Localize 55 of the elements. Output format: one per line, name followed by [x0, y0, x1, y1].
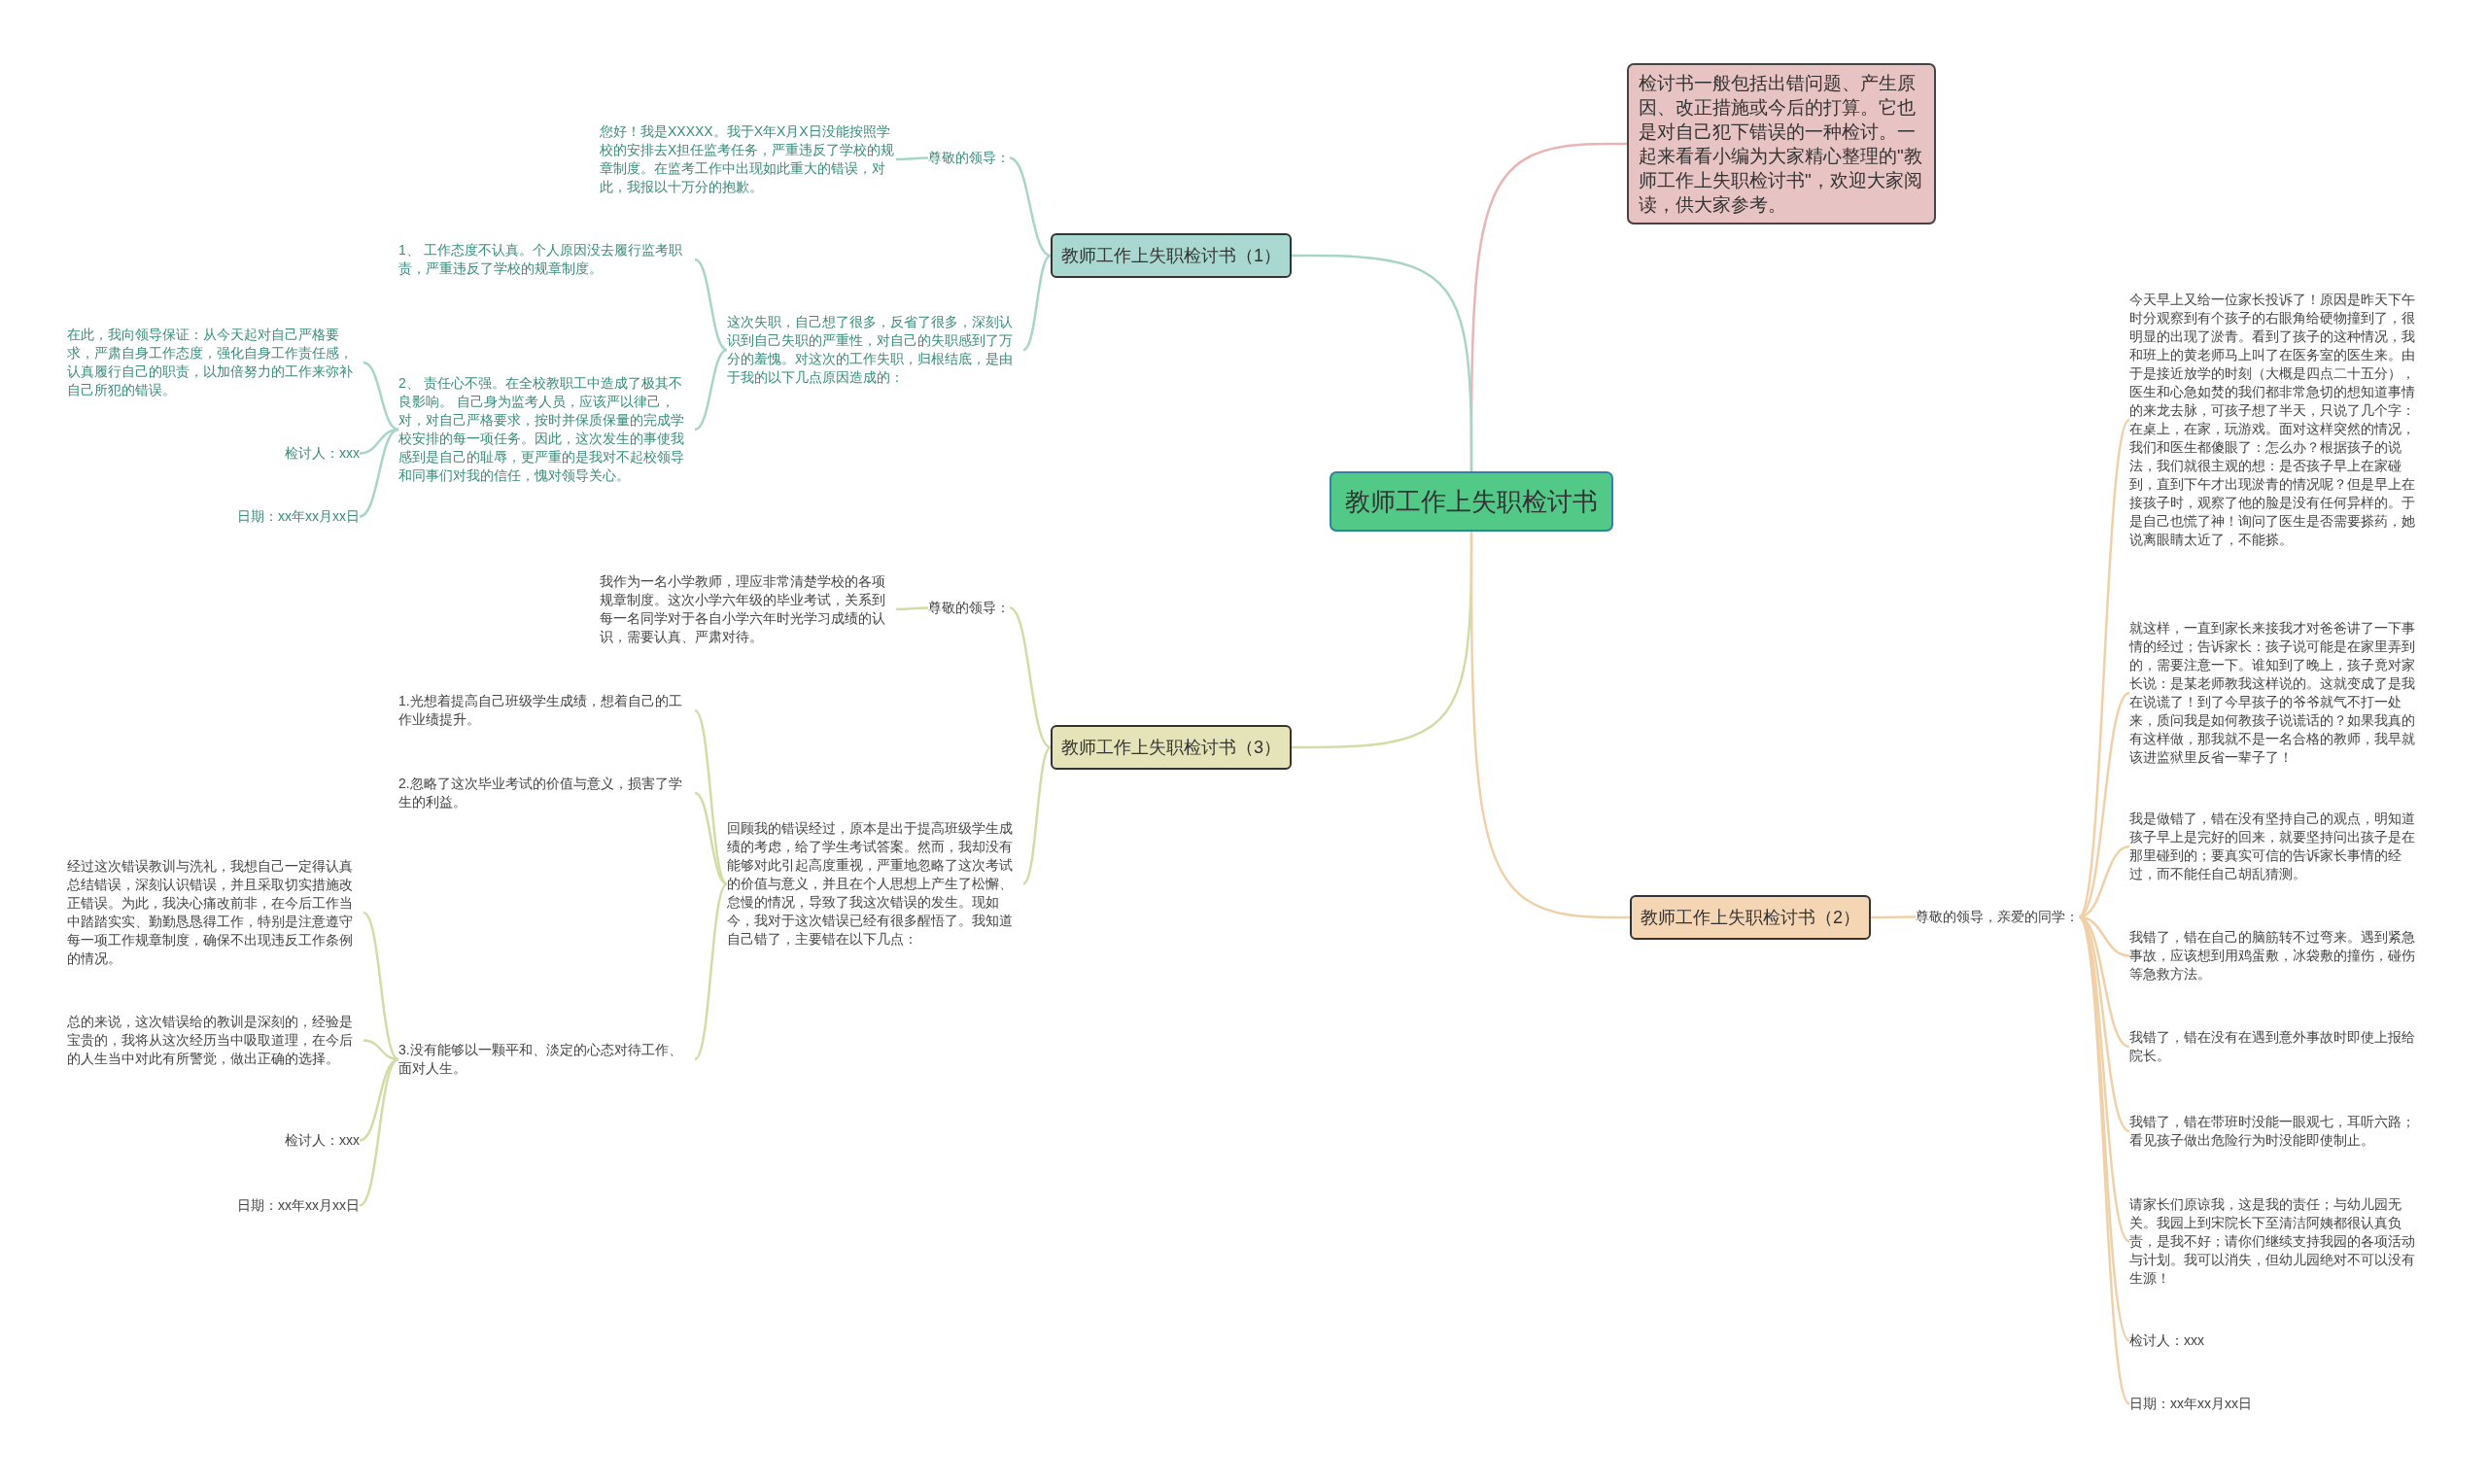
note-text: 我作为一名小学教师，理应非常清楚学校的各项规章制度。这次小学六年级的毕业考试，关系到每一名同学对于各自小学六年时光学习成绩的认识，需要认真、严肃对待。 [600, 572, 896, 646]
note-text: 我错了，错在没有在遇到意外事故时即使上报给院长。 [2129, 1028, 2426, 1065]
branch-line [363, 1039, 399, 1061]
note-text: 1.光想着提高自己班级学生成绩，想着自己的工作业绩提升。 [398, 692, 695, 729]
branch-line [896, 156, 928, 161]
branch-line [1009, 156, 1052, 258]
note-label: 日期：xx年xx月xx日 [237, 507, 360, 526]
note-text: 3.没有能够以一颗平和、淡定的心态对待工作、面对人生。 [398, 1041, 695, 1078]
note-text: 2.忽略了这次毕业考试的价值与意义，损害了学生的利益。 [398, 775, 695, 811]
note-text: 2、 责任心不强。在全校教职工中造成了极其不良影响。 自己身为监考人员，应该严以律己，对，对自己严格要求，按时并保质保量的完成学校安排的每一项任务。因此，这次发生的事使我感到是自己的耻辱，更严重的是我对不起校领导和同事们对我的信任，愧对领导关心。 [398, 374, 695, 485]
note-text: 就这样，一直到家长来接我才对爸爸讲了一下事情的经过；告诉家长：孩子说可能是在家里弄到的，需要注意一下。谁知到了晚上，孩子竟对家长说：是某老师教我这样说的。这就变成了是我在说谎了！到了今早孩子的爷爷就气不打一处来，质问我是如何教孩子说谎话的？如果我真的有这样做，那我就不是一名合格的教师，我早就该进监狱里反省一辈子了！ [2129, 619, 2426, 767]
note-text: 在此，我向领导保证：从今天起对自己严格要求，严肃自身工作态度，强化自身工作责任感，认真履行自己的职责，以加倍努力的工作来弥补自己所犯的错误。 [67, 326, 363, 399]
note-label: 尊敬的领导，亲爱的同学： [1916, 908, 2079, 926]
note-label: 检讨人：xxx [2129, 1331, 2204, 1350]
note-text: 总的来说，这次错误给的教训是深刻的，经验是宝贵的，我将从这次经历当中吸取道理，在今后的人生当中对此有所警觉，做出正确的选择。 [67, 1013, 363, 1068]
branch-line [359, 428, 399, 518]
note-text: 回顾我的错误经过，原本是出于提高班级学生成绩的考虑，给了学生考试答案。然而，我却没有能够对此引起高度重视，严重地忽略了这次考试的价值与意义，并且在个人思想上产生了松懈、怠慢的情况，导致了我这次错误的发生。现如今，我对于这次错误已经有很多醒悟了。我知道自己错了，主要错在以下几点： [727, 819, 1023, 949]
branch-topic-box: 教师工作上失职检讨书（2） [1630, 895, 1871, 940]
branch-line [694, 348, 728, 431]
intro-note-box: 检讨书一般包括出错问题、产生原因、改正措施或今后的打算。它也是对自己犯下错误的一种检讨。一起来看看小编为大家精心整理的"教师工作上失职检讨书"，欢迎大家阅读，供大家参考。 [1627, 63, 1936, 224]
note-text: 今天早上又给一位家长投诉了！原因是昨天下午时分观察到有个孩子的右眼角给硬物撞到了，很明显的出现了淤青。看到了孩子的这种情况，我和班上的黄老师马上叫了在医务室的医生来。由于是接近放学的时刻（大概是四点二十五分），医生和心急如焚的我们都非常急切的想知道事情的来龙去脉，可孩子想了半天，只说了几个字：在桌上，在家，玩游戏。面对这样突然的情况，我们和医生都傻眼了：怎么办？根据孩子的说法，我们就很主观的想：是否孩子早上在家碰到，直到下午才出现淤青的情况呢？但是早上在接孩子时，观察了他的脸是没有任何异样的。于是自己也慌了神！询问了医生是否需要搽药，她说离眼睛太近了，不能搽。 [2129, 291, 2426, 549]
branch-line [1292, 254, 1473, 471]
branch-line [694, 258, 728, 352]
branch-line [1871, 915, 1916, 919]
branch-line [2078, 692, 2130, 918]
branch-line [359, 1057, 399, 1142]
branch-line [694, 882, 728, 1060]
note-label: 尊敬的领导： [928, 599, 1010, 617]
branch-line [694, 791, 728, 885]
note-label: 日期：xx年xx月xx日 [2129, 1395, 2252, 1413]
note-text: 经过这次错误教训与洗礼，我想自己一定得认真总结错误，深刻认识错误，并且采取切实措施改正错误。为此，我决心痛改前非，在今后工作当中踏踏实实、勤勤恳恳得工作，特别是注意遵守每一项工作规章制度，确保不出现违反工作条例的情况。 [67, 857, 363, 968]
note-label: 检讨人：xxx [285, 444, 360, 463]
branch-line [1022, 746, 1052, 885]
note-text: 1、 工作态度不认真。个人原因没去履行监考职责，严重违反了学校的规章制度。 [398, 241, 695, 278]
branch-line [1022, 254, 1052, 352]
branch-line [359, 1057, 399, 1207]
central-topic-box: 教师工作上失职检讨书 [1330, 471, 1613, 532]
note-text: 我是做错了，错在没有坚持自己的观点，明知道孩子早上是完好的回来，就要坚持问出孩子是在那里碰到的；要真实可信的告诉家长事情的经过，而不能任自己胡乱猜测。 [2129, 810, 2426, 883]
branch-line [694, 709, 728, 885]
note-text: 您好！我是XXXXX。我于X年X月X日没能按照学校的安排去X担任监考任务，严重违反了学校的规章制度。在监考工作中出现如此重大的错误，对此，我报以十万分的抱歉。 [600, 122, 896, 196]
note-text: 这次失职，自己想了很多，反省了很多，深刻认识到自己失职的严重性，对自己的失职感到了万分的羞愧。对这次的工作失职，归根结底，是由于我的以下几点原因造成的： [727, 313, 1023, 387]
branch-line [363, 361, 399, 431]
branch-topic-box: 教师工作上失职检讨书（1） [1051, 233, 1292, 278]
note-label: 尊敬的领导： [928, 149, 1010, 167]
branch-line [1009, 606, 1052, 749]
note-text: 我错了，错在自己的脑筋转不过弯来。遇到紧急事故，应该想到用鸡蛋敷，冰袋敷的撞伤，碰伤等急救方法。 [2129, 928, 2426, 984]
note-label: 日期：xx年xx月xx日 [237, 1196, 360, 1215]
branch-topic-box: 教师工作上失职检讨书（3） [1051, 725, 1292, 770]
branch-line [896, 606, 928, 611]
branch-line [2077, 419, 2131, 918]
note-label: 检讨人：xxx [285, 1131, 360, 1150]
note-text: 请家长们原谅我，这是我的责任；与幼儿园无关。我园上到宋院长下至清洁阿姨都很认真负责，是我不好；请你们继续支持我园的各项活动与计划。我可以消失，但幼儿园绝对不可以没有生源！ [2129, 1195, 2426, 1288]
branch-line [1469, 532, 1630, 919]
branch-line [363, 912, 399, 1060]
note-text: 我错了，错在带班时没能一眼观七，耳听六路；看见孩子做出危险行为时没能即使制止。 [2129, 1113, 2426, 1150]
